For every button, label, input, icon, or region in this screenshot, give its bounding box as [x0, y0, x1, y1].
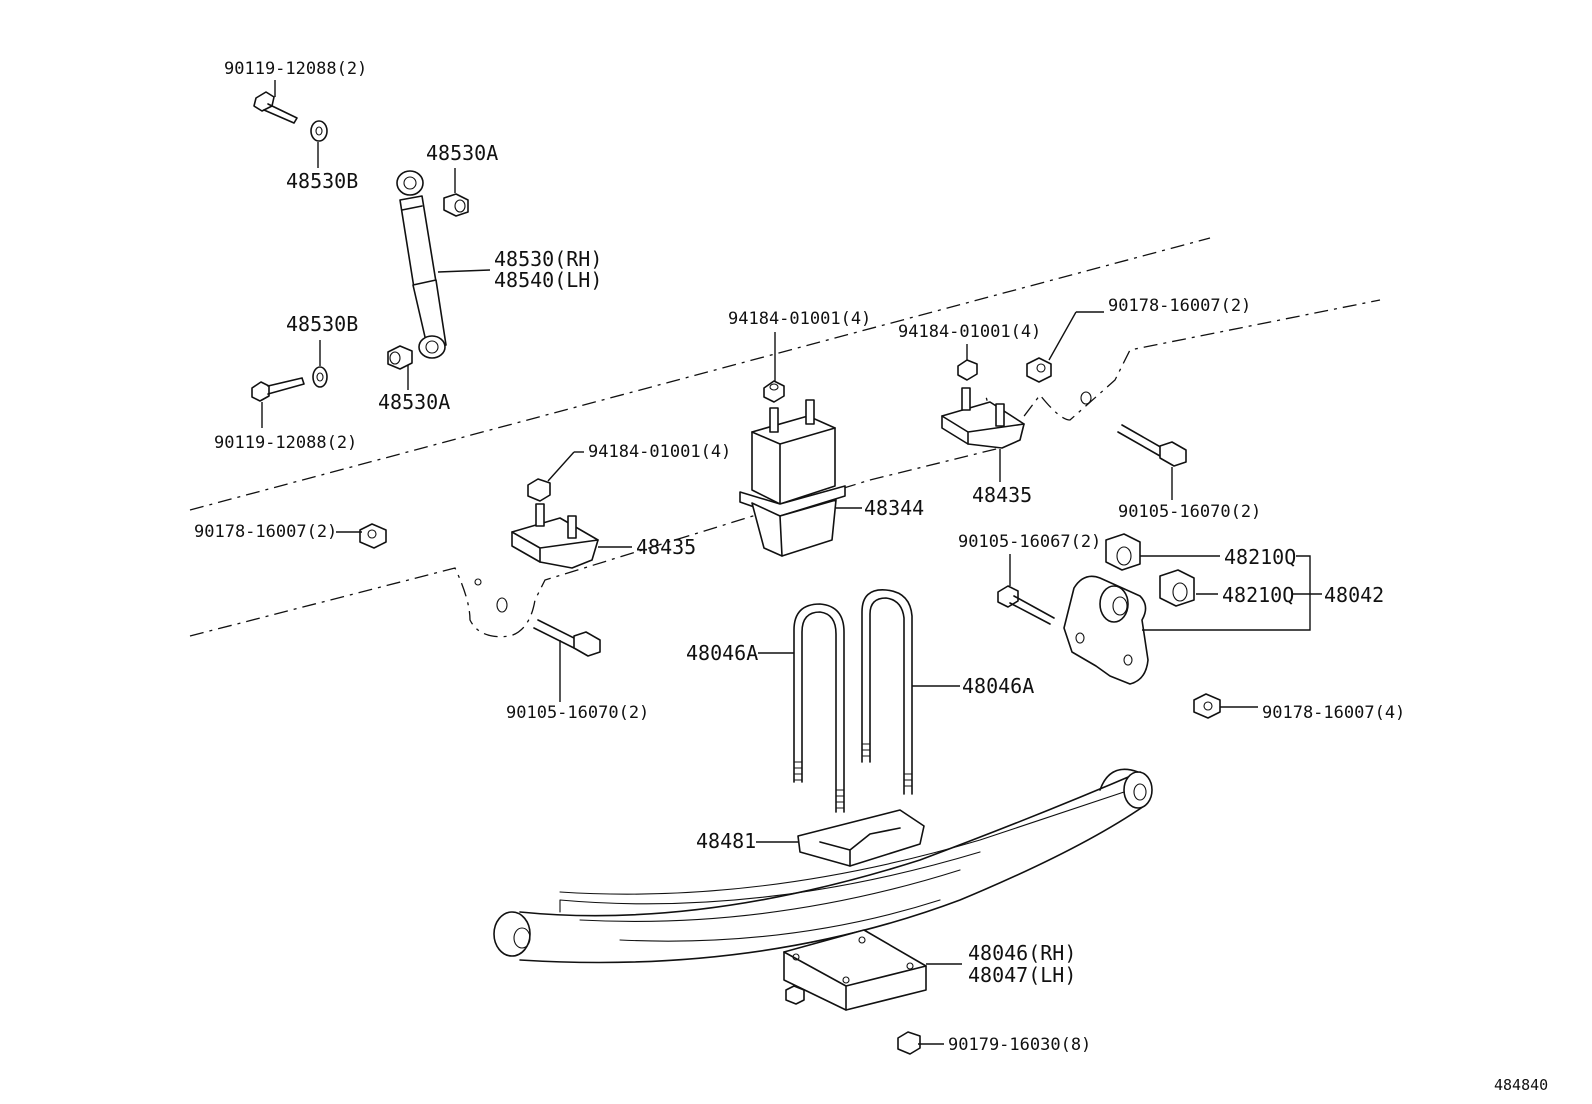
bushing-top-icon [443, 193, 469, 217]
nut-shackle-icon [1193, 693, 1221, 719]
label-ubolt-right: 48046A [962, 674, 1034, 698]
label-spacer: 48481 [696, 829, 756, 853]
label-bolt-right: 90105-16070(2) [1118, 502, 1261, 522]
ubolt-left-icon [793, 603, 845, 813]
label-bolt-left: 90105-16070(2) [506, 703, 649, 723]
nut-center-icon [763, 380, 785, 403]
label-nut-left-side: 90178-16007(2) [194, 522, 337, 542]
label-washer-top: 48530B [286, 169, 358, 193]
label-shock-lh: 48540(LH) [494, 268, 602, 292]
label-shock-rh: 48530(RH) [494, 247, 602, 271]
nut-right-top-icon [1026, 357, 1052, 383]
label-seat-lh: 48047(LH) [968, 963, 1076, 987]
reference-number: 484840 [1494, 1076, 1548, 1094]
label-bushing-q1: 48210Q [1224, 545, 1296, 569]
bolt-left-icon [533, 619, 601, 657]
bolt-bottom-icon [251, 377, 305, 402]
shock-absorber-icon [396, 170, 447, 359]
bracket-right-icon [941, 387, 1025, 449]
washer-bottom-icon [312, 366, 328, 388]
label-nut-center: 94184-01001(4) [728, 309, 871, 329]
bracket-left-icon [511, 503, 599, 569]
shackle-icon [1063, 575, 1149, 685]
label-nut-right-top: 90178-16007(2) [1108, 296, 1251, 316]
bolt-shackle-icon [997, 585, 1055, 625]
spacer-icon [797, 809, 925, 867]
label-bracket-right: 48435 [972, 483, 1032, 507]
bushing-bottom-icon [387, 345, 413, 370]
label-nut-shackle: 90178-16007(4) [1262, 703, 1405, 723]
bumper-icon [739, 399, 846, 557]
label-bushing-q2: 48210Q [1222, 583, 1294, 607]
washer-top-icon [310, 120, 328, 142]
label-nut-right: 94184-01001(4) [898, 322, 1041, 342]
ubolt-right-icon [861, 589, 913, 795]
label-bumper: 48344 [864, 496, 924, 520]
spring-seat-icon [783, 929, 927, 1011]
bushing-q1-icon [1105, 533, 1141, 571]
label-shackle: 48042 [1324, 583, 1384, 607]
nut-left-side-icon [359, 523, 387, 549]
bushing-q2-icon [1159, 569, 1195, 607]
bolt-right-icon [1117, 424, 1187, 467]
nut-right-icon [957, 359, 978, 381]
label-bracket-left: 48435 [636, 535, 696, 559]
label-bushing-bottom: 48530A [378, 390, 450, 414]
label-bushing-top: 48530A [426, 141, 498, 165]
label-bolt-shackle: 90105-16067(2) [958, 532, 1101, 552]
bolt-top-icon [253, 91, 298, 124]
label-nut-left: 94184-01001(4) [588, 442, 731, 462]
nut-left-icon [527, 478, 551, 502]
leaf-spring-icon [493, 768, 1153, 964]
label-bolt-bottom: 90119-12088(2) [214, 433, 357, 453]
label-nut-seat: 90179-16030(8) [948, 1035, 1091, 1055]
label-bolt-top: 90119-12088(2) [224, 59, 367, 79]
label-washer-bottom: 48530B [286, 312, 358, 336]
label-seat-rh: 48046(RH) [968, 941, 1076, 965]
label-ubolt-left: 48046A [686, 641, 758, 665]
nut-seat-icon [897, 1031, 921, 1055]
